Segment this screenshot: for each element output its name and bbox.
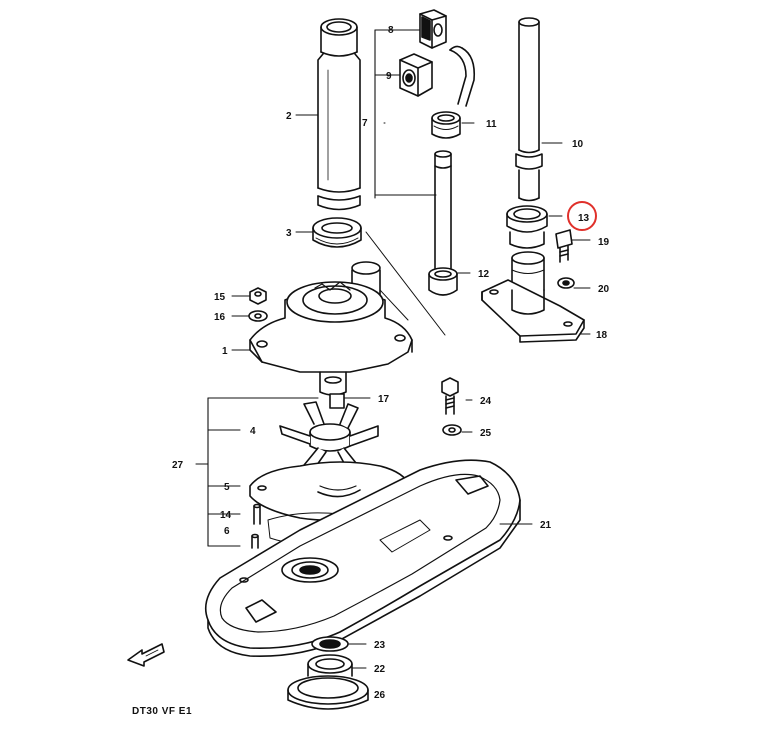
- callout-24: 24: [480, 396, 492, 407]
- part-15-nut: [249, 287, 267, 305]
- callout-18: 18: [596, 330, 608, 341]
- callout-6: 6: [224, 526, 230, 537]
- callout-19: 19: [598, 237, 610, 248]
- part-23-seal: [311, 636, 349, 652]
- part-21-lower-plate: [204, 459, 521, 657]
- part-14-dowel: [253, 503, 261, 525]
- callout-1: 1: [222, 346, 228, 357]
- front-arrow-icon: [127, 643, 165, 667]
- callout-16: 16: [214, 312, 226, 323]
- part-1-pump-case: [249, 231, 446, 396]
- part-12-grommet: [428, 267, 458, 296]
- callout-7: 7: [362, 118, 368, 129]
- part-2-water-tube: [317, 18, 361, 211]
- part-18-holder: [481, 251, 585, 343]
- callout-26: 26: [374, 690, 386, 701]
- callout-20: 20: [598, 284, 610, 295]
- part-9-mount: [399, 53, 433, 97]
- part-20-washer: [557, 277, 575, 289]
- part-17-key: [329, 393, 345, 409]
- callout-2: 2: [286, 111, 292, 122]
- part-13-seal: [506, 205, 548, 249]
- part-25-washer: [442, 424, 462, 436]
- part-24-bolt: [441, 377, 459, 415]
- part-6-gasket: [251, 533, 259, 549]
- part-7-bent-tube: [449, 45, 476, 107]
- callout-13: 13: [578, 213, 590, 224]
- callout-3: 3: [286, 228, 292, 239]
- part-16-washer: [248, 310, 268, 322]
- part-8-mount: [419, 9, 447, 49]
- part-22-bearing: [307, 654, 353, 677]
- callout-22: 22: [374, 664, 386, 675]
- callout-14: 14: [220, 510, 232, 521]
- part-3-grommet: [312, 217, 362, 248]
- callout-11: 11: [486, 119, 497, 130]
- diagram-code-label: DT30 VF E1: [132, 706, 193, 717]
- callout-21: 21: [540, 520, 552, 531]
- callout-8: 8: [388, 25, 394, 36]
- callout-23: 23: [374, 640, 386, 651]
- callout-27: 27: [172, 460, 184, 471]
- part-10-tube: [515, 17, 543, 202]
- part-11-grommet: [431, 111, 461, 139]
- callout-10: 10: [572, 139, 584, 150]
- callout-4: 4: [250, 426, 256, 437]
- callout-5: 5: [224, 482, 230, 493]
- callout-9: 9: [386, 71, 392, 82]
- callout-15: 15: [214, 292, 226, 303]
- callout-labels: 2 3 8 9 7 11 10 13 19 20 18 12 15 16 1 1…: [172, 25, 610, 701]
- callout-12: 12: [478, 269, 490, 280]
- callout-25: 25: [480, 428, 492, 439]
- leader-lines: [231, 114, 591, 695]
- part-19-bolt: [555, 229, 573, 263]
- bracket-27: [195, 397, 319, 547]
- highlight-circle-part-13: [567, 201, 597, 231]
- part-7-straight-tube: [434, 150, 452, 269]
- bracket-7: [374, 29, 437, 199]
- part-26-oil-seal: [287, 675, 369, 710]
- callout-17: 17: [378, 394, 390, 405]
